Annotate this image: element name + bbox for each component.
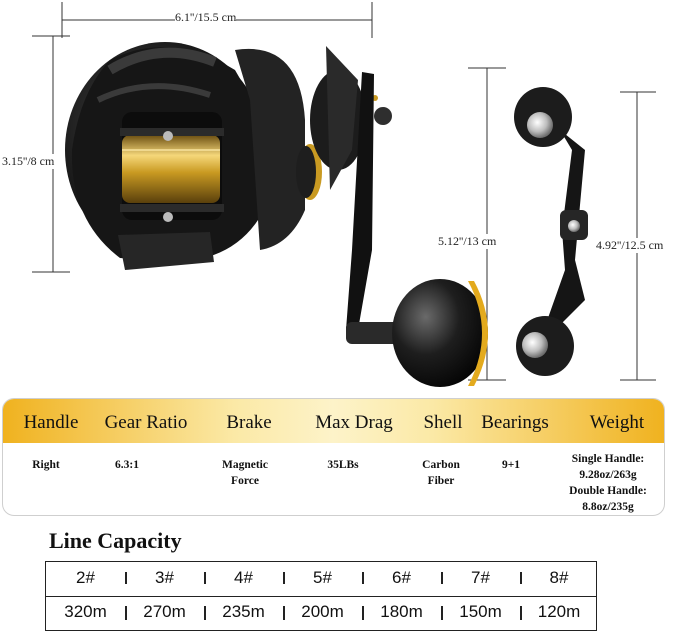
line-capacity-cell: 320m <box>64 602 107 621</box>
value-weight-line-4: 8.8oz/235g <box>582 501 634 513</box>
column-separator <box>125 572 127 584</box>
handle-length-label: 5.12''/13 cm <box>438 234 497 249</box>
column-separator <box>283 606 285 620</box>
single-handle <box>346 72 488 387</box>
value-weight-line-3: Double Handle: <box>569 485 647 497</box>
height-dimension-label: 3.15''/8 cm <box>2 154 55 169</box>
value-brake-line-2: Force <box>231 475 259 487</box>
value-handle-line: Right <box>32 459 60 471</box>
header-weight: Weight <box>589 412 645 433</box>
reel-body <box>65 42 392 270</box>
value-shell-line-1: Carbon <box>422 459 460 471</box>
spec-table-header <box>3 399 664 443</box>
line-capacity-cell: 270m <box>143 602 186 621</box>
line-capacity-title: Line Capacity <box>49 528 182 553</box>
line-capacity-cell: 120m <box>537 602 581 621</box>
line-size-cell: 4# <box>234 568 253 587</box>
value-brake-line-1: Magnetic <box>222 459 268 471</box>
line-size-cell: 3# <box>155 568 174 587</box>
header-max-drag: Max Drag <box>315 412 393 433</box>
value-handle: Right <box>13 457 79 473</box>
line-capacity-divider <box>46 596 596 597</box>
value-max-drag-line: 35LBs <box>327 459 359 471</box>
line-size-cell: 8# <box>549 568 569 587</box>
column-separator <box>204 572 206 584</box>
line-size-cell: 7# <box>471 568 490 587</box>
value-weight-line-2: 9.28oz/263g <box>579 469 637 481</box>
value-shell: Carbon Fiber <box>409 457 473 489</box>
product-illustration: 6.1''/15.5 cm 3.15''/8 cm 5.12''/13 cm 4… <box>2 2 664 387</box>
value-max-drag: 35LBs <box>313 457 373 473</box>
line-capacity-cell: 200m <box>301 602 344 621</box>
column-separator <box>441 572 443 584</box>
value-weight-line-1: Single Handle: <box>571 453 645 465</box>
header-bearings: Bearings <box>481 412 549 433</box>
column-separator <box>125 606 127 620</box>
header-handle: Handle <box>23 412 79 433</box>
value-shell-line-2: Fiber <box>427 475 455 487</box>
line-size-cell: 2# <box>76 568 95 587</box>
column-separator <box>283 572 285 584</box>
column-separator <box>441 606 443 620</box>
value-brake: Magnetic Force <box>209 457 281 489</box>
width-dimension-label: 6.1''/15.5 cm <box>175 10 237 25</box>
header-shell: Shell <box>423 412 463 433</box>
value-weight: Single Handle: 9.28oz/263g Double Handle… <box>555 451 661 515</box>
column-separator <box>362 572 364 584</box>
double-handle <box>514 87 588 376</box>
double-handle-length-label: 4.92''/12.5 cm <box>596 238 664 253</box>
column-separator <box>204 606 206 620</box>
line-capacity-table: 2# 3# 4# 5# 6# 7# 8# 320m 270m 235m 200m… <box>45 561 597 631</box>
column-separator <box>520 606 522 620</box>
value-bearings: 9+1 <box>487 457 535 473</box>
line-capacity-cell: 150m <box>459 602 502 621</box>
value-gear-ratio-line: 6.3:1 <box>115 459 139 471</box>
value-gear-ratio: 6.3:1 <box>97 457 157 473</box>
line-capacity-cell: 180m <box>380 602 423 621</box>
spec-table: Handle Gear Ratio Brake Max Drag Shell B… <box>2 398 665 516</box>
reel-drawing <box>32 2 656 387</box>
line-size-cell: 5# <box>313 568 332 587</box>
line-size-cell: 6# <box>392 568 411 587</box>
line-capacity-cell: 235m <box>222 602 265 621</box>
header-brake: Brake <box>226 412 272 433</box>
value-bearings-line: 9+1 <box>501 459 521 471</box>
column-separator <box>520 572 522 584</box>
header-gear-ratio: Gear Ratio <box>104 412 188 433</box>
column-separator <box>362 606 364 620</box>
